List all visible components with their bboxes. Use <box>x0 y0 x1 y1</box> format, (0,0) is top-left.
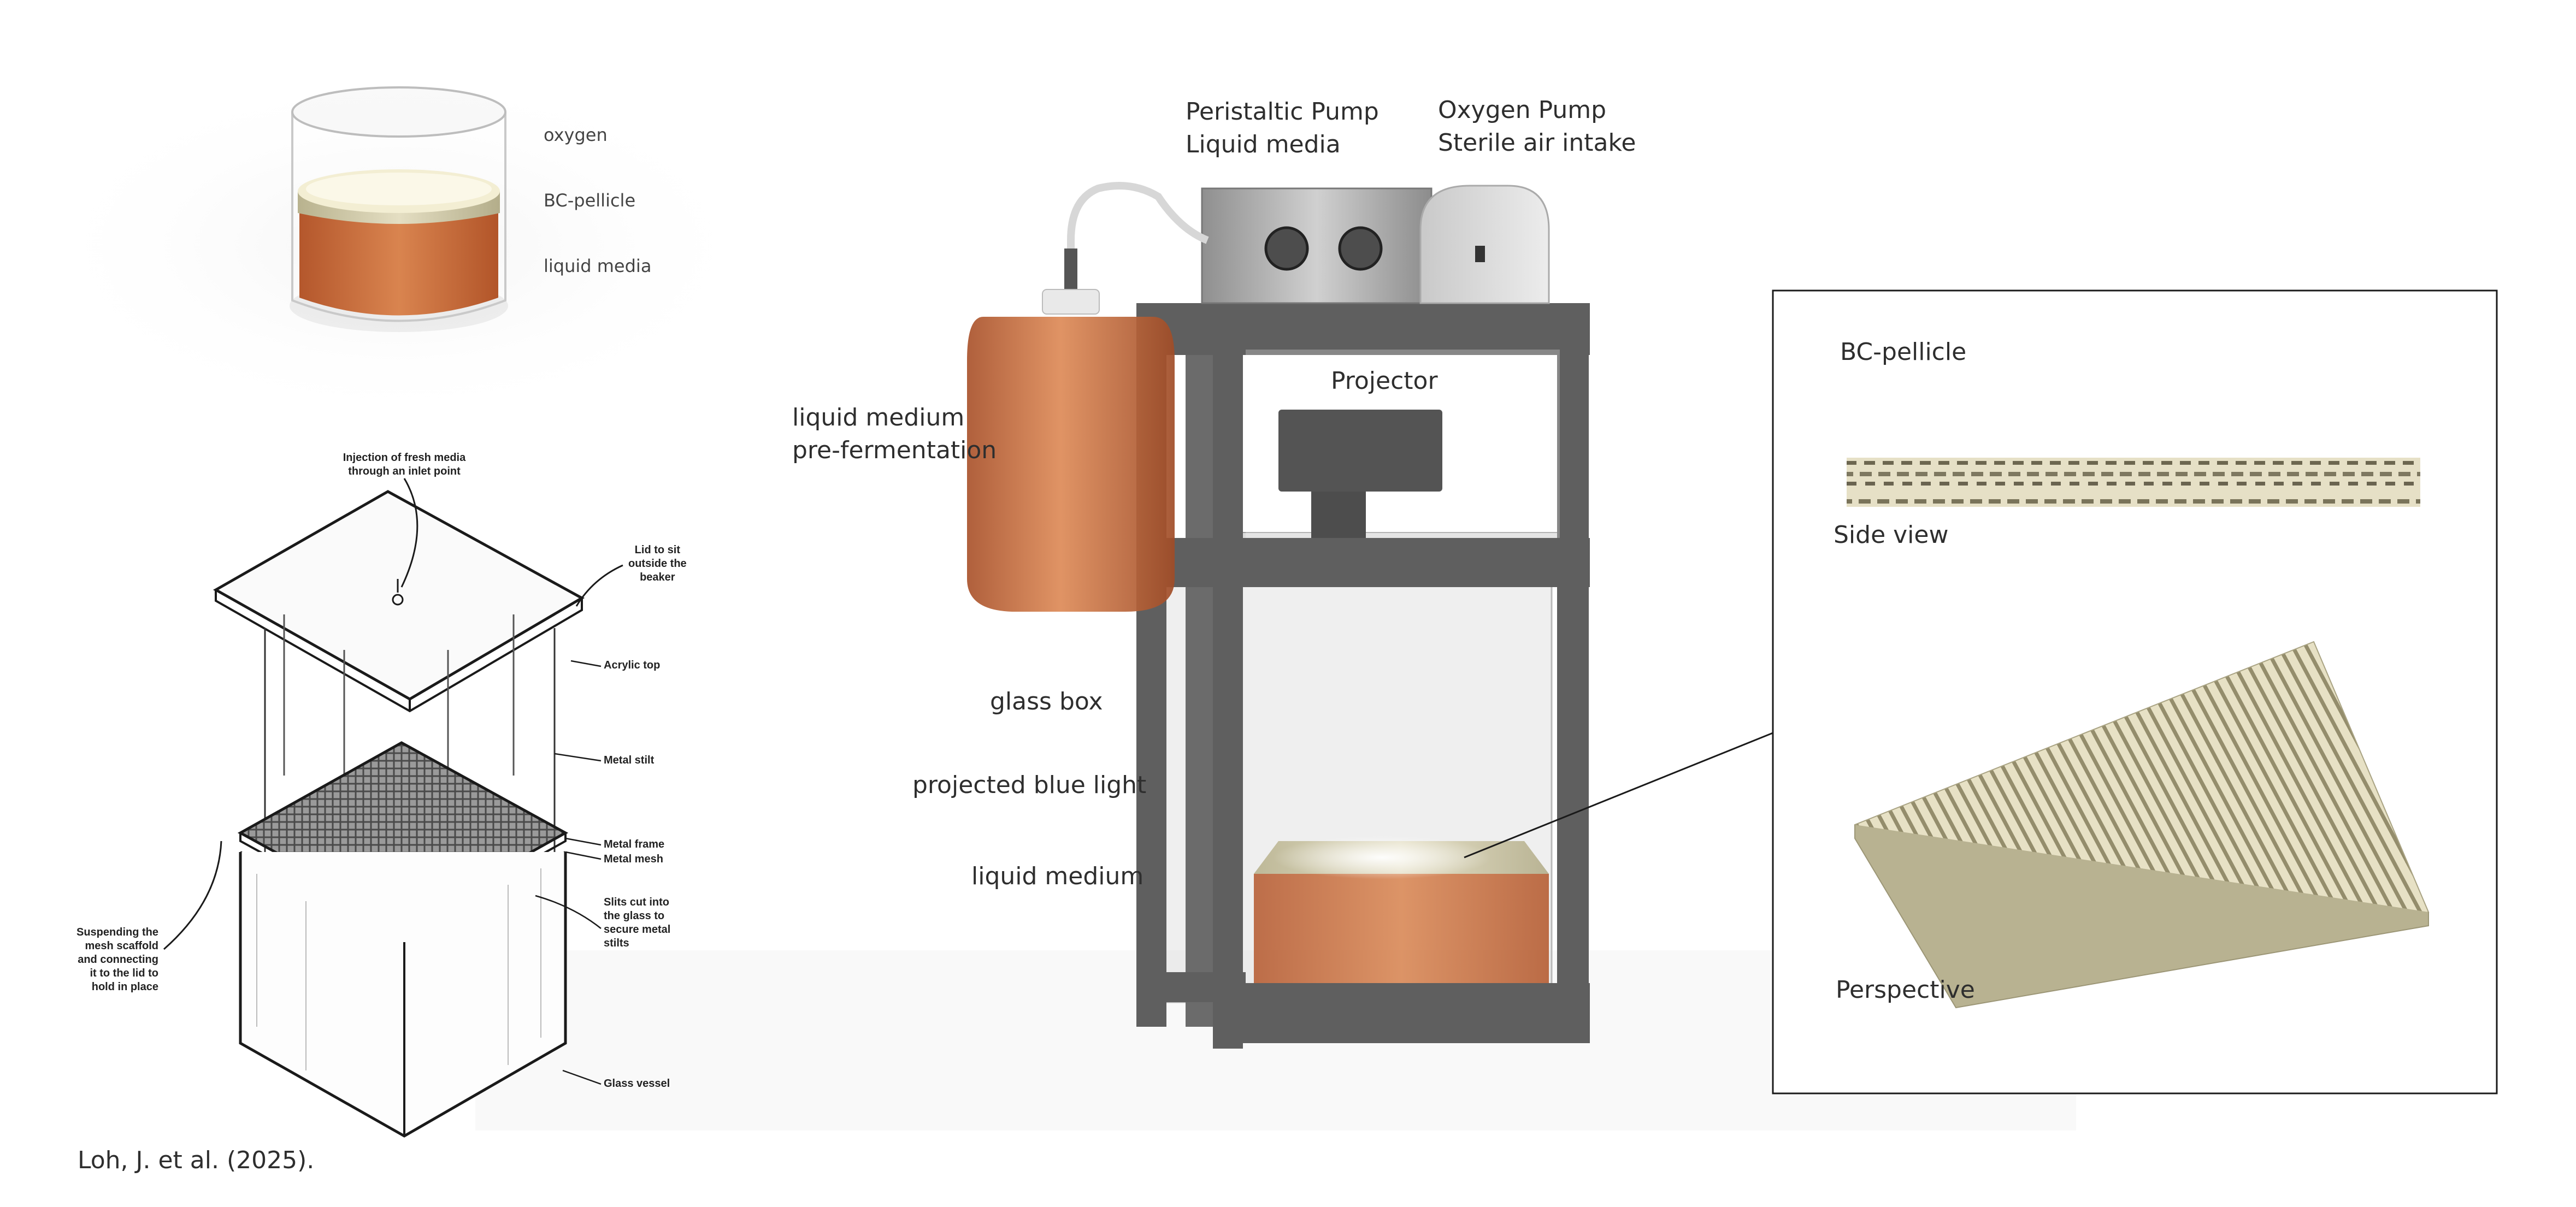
citation: Loh, J. et al. (2025). <box>78 1146 315 1174</box>
beaker-illustration <box>290 86 508 332</box>
note-acrylic-top: Acrylic top <box>604 659 661 671</box>
note-metal-frame: Metal frame <box>604 838 665 850</box>
beaker-label-media: liquid media <box>544 256 652 276</box>
inset-panel <box>1772 289 2498 1094</box>
label-liquid-medium: liquid medium <box>971 862 1144 890</box>
label-projector: Projector <box>1331 367 1438 395</box>
note-glass-vessel: Glass vessel <box>604 1078 670 1090</box>
label-blue-light: projected blue light <box>912 771 1147 799</box>
note-metal-mesh: Metal mesh <box>604 853 663 865</box>
inset-title: BC-pellicle <box>1840 338 1967 366</box>
inset-side-view-label: Side view <box>1834 521 1949 549</box>
inset-perspective-label: Perspective <box>1836 976 1975 1004</box>
beaker-label-oxygen: oxygen <box>544 125 608 145</box>
exploded-view <box>163 478 623 1138</box>
note-metal-stilt: Metal stilt <box>604 754 655 766</box>
apparatus-illustration <box>967 182 1773 1049</box>
beaker-label-pellicle: BC-pellicle <box>544 190 636 211</box>
label-glass-box: glass box <box>990 688 1103 715</box>
